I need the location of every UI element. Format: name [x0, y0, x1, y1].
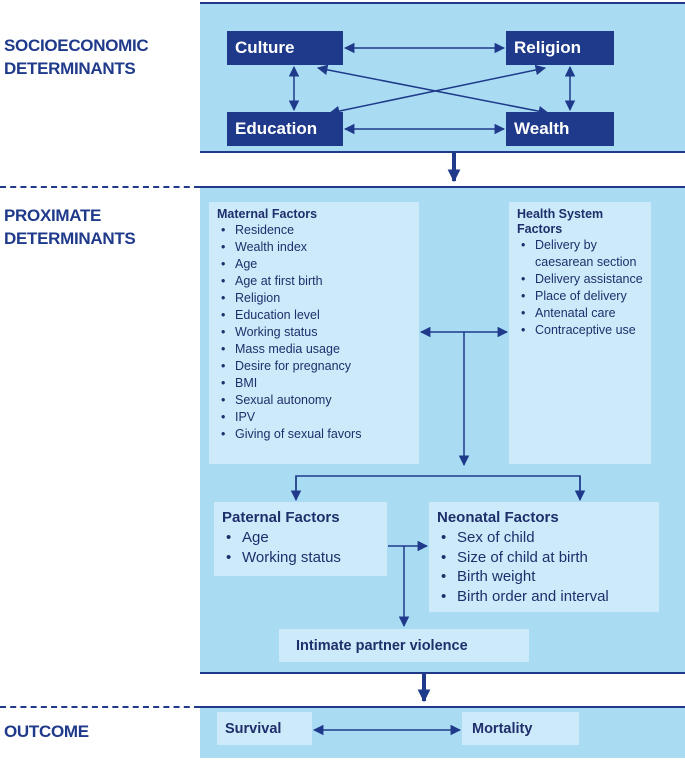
education-box: Education [227, 112, 343, 146]
list-item: Age [222, 528, 387, 548]
paternal-factors-list: Age Working status [222, 528, 387, 567]
paternal-factors-title: Paternal Factors [222, 509, 340, 526]
culture-box: Culture [227, 31, 343, 65]
list-item: Birth weight [437, 567, 659, 587]
health-system-factors-panel: Health System Factors Delivery by caesar… [509, 202, 651, 464]
separator-proximate [200, 186, 685, 188]
list-item: Sex of child [437, 528, 659, 548]
list-item: Wealth index [217, 239, 419, 256]
health-system-factors-title: Health System Factors [517, 207, 604, 236]
list-item: Residence [217, 222, 419, 239]
list-item: Giving of sexual favors [217, 426, 419, 443]
list-item: IPV [217, 409, 419, 426]
list-item: Working status [217, 324, 419, 341]
maternal-factors-list: Residence Wealth index Age Age at first … [217, 222, 419, 443]
list-item: Birth order and interval [437, 587, 659, 607]
health-system-factors-list: Delivery by caesarean section Delivery a… [517, 237, 647, 339]
list-item: Place of delivery [517, 288, 647, 305]
separator-top [200, 2, 685, 4]
survival-box: Survival [217, 712, 312, 745]
list-item: Contraceptive use [517, 322, 647, 339]
list-item: Working status [222, 548, 387, 568]
label-outcome: OUTCOME [4, 722, 89, 741]
separator-proximate-bottom [200, 672, 685, 674]
list-item: Education level [217, 307, 419, 324]
list-item: Delivery assistance [517, 271, 647, 288]
separator-proximate-dashed [0, 186, 200, 188]
list-item: Desire for pregnancy [217, 358, 419, 375]
paternal-factors-panel: Paternal Factors Age Working status [214, 502, 387, 576]
maternal-factors-panel: Maternal Factors Residence Wealth index … [209, 202, 419, 464]
connector-branch [295, 475, 581, 499]
intimate-partner-violence-box: Intimate partner violence [279, 629, 529, 662]
separator-socio-bottom [200, 151, 685, 153]
mortality-box: Mortality [462, 712, 579, 745]
wealth-box: Wealth [506, 112, 614, 146]
list-item: Delivery by caesarean section [517, 237, 647, 271]
neonatal-factors-list: Sex of child Size of child at birth Birt… [437, 528, 659, 606]
list-item: Age [217, 256, 419, 273]
arrow-religion-education [328, 64, 547, 117]
label-socioeconomic: SOCIOECONOMIC DETERMINANTS [4, 36, 149, 78]
religion-box: Religion [506, 31, 614, 65]
separator-outcome-dashed [0, 706, 200, 708]
list-item: Antenatal care [517, 305, 647, 322]
list-item: Size of child at birth [437, 548, 659, 568]
separator-outcome [200, 706, 685, 708]
maternal-factors-title: Maternal Factors [217, 207, 318, 221]
neonatal-factors-panel: Neonatal Factors Sex of child Size of ch… [429, 502, 659, 612]
list-item: BMI [217, 375, 419, 392]
label-proximate: PROXIMATE DETERMINANTS [4, 206, 136, 248]
list-item: Sexual autonomy [217, 392, 419, 409]
list-item: Age at first birth [217, 273, 419, 290]
list-item: Religion [217, 290, 419, 307]
neonatal-factors-title: Neonatal Factors [437, 509, 559, 526]
list-item: Mass media usage [217, 341, 419, 358]
